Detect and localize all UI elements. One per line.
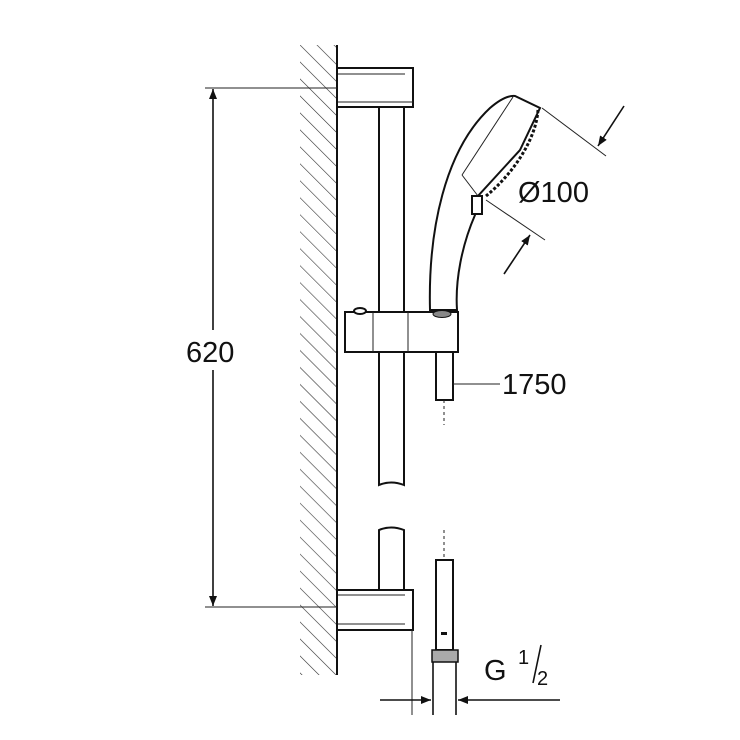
rail-slider xyxy=(344,307,459,353)
hose xyxy=(431,351,459,715)
hose-length-label: 1750 xyxy=(502,369,567,401)
wall xyxy=(300,45,338,675)
height-label: 620 xyxy=(186,337,234,369)
rail xyxy=(378,106,405,601)
diameter-dimension: Ø100 xyxy=(485,105,625,275)
hand-shower xyxy=(428,94,542,311)
diameter-label: Ø100 xyxy=(518,177,589,209)
top-wall-bracket xyxy=(338,67,414,108)
thread-denominator: 2 xyxy=(537,668,548,690)
thread-numerator: 1 xyxy=(518,647,529,669)
bottom-wall-bracket xyxy=(338,589,414,631)
height-dimension: 620 xyxy=(186,87,337,608)
hose-length-dimension: 1750 xyxy=(453,369,567,401)
thread-label: G xyxy=(484,655,507,687)
thread-dimension: G 1 2 xyxy=(380,630,560,715)
